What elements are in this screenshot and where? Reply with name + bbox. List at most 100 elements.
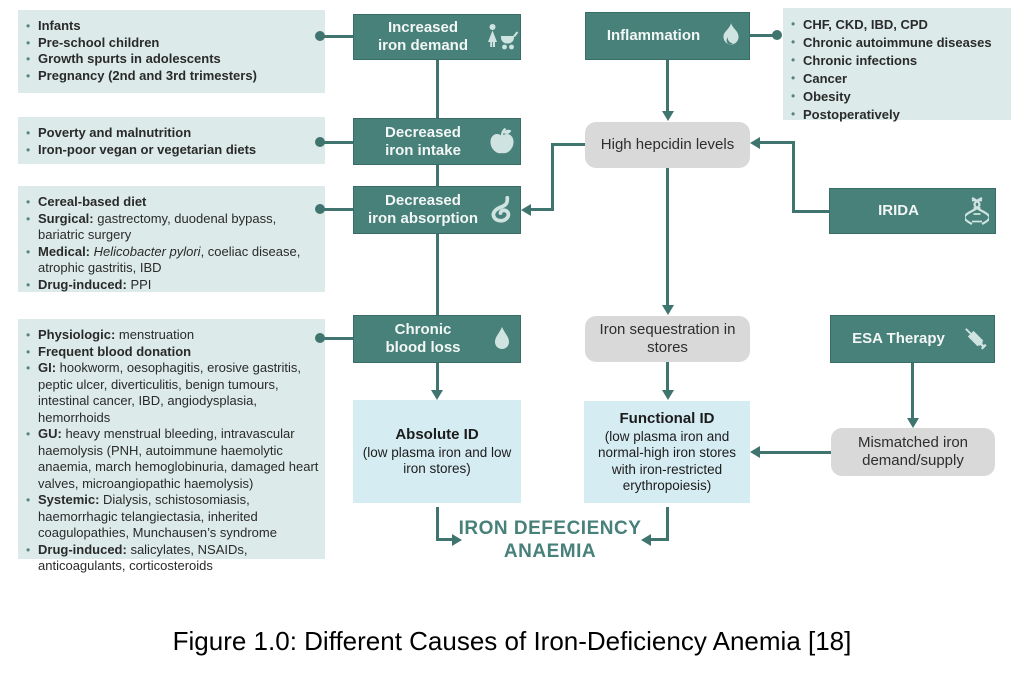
list-item-text: Systemic: Dialysis, schistosomiasis, hae…	[38, 492, 277, 540]
list-item-text: Surgical: gastrectomy, duodenal bypass, …	[38, 210, 277, 243]
bullet-icon: •	[26, 35, 31, 50]
bullet-icon: •	[26, 427, 31, 441]
box-functional-id: Functional ID (low plasma iron and norma…	[584, 401, 750, 503]
bullet-icon: •	[791, 35, 796, 49]
list-item: • Iron-poor vegan or vegetarian diets	[26, 142, 319, 159]
list-item-text: Drug-induced: salicylates, NSAIDs, antic…	[38, 541, 248, 574]
list-item: • Drug-induced: salicylates, NSAIDs, anti…	[26, 542, 319, 575]
list-item-text: CHF, CKD, IBD, CPD	[803, 17, 928, 32]
connector-line	[435, 165, 439, 186]
connector-line	[792, 141, 795, 212]
box-absolute-id: Absolute ID (low plasma iron and low iro…	[353, 400, 521, 503]
connector-line	[758, 450, 831, 454]
connector-line	[911, 363, 914, 419]
list-item: • GI: hookworm, oesophagitis, erosive gas…	[26, 360, 319, 426]
list-item: •Chronic infections	[791, 52, 1005, 70]
bullet-icon: •	[791, 89, 796, 103]
connector-dot	[315, 137, 325, 147]
list-item: • Pregnancy (2nd and 3rd trimesters)	[26, 68, 319, 85]
list-item-text: Medical: Helicobacter pylori, coeliac di…	[38, 243, 301, 276]
connector-line	[551, 143, 585, 146]
droplet-icon	[484, 326, 520, 352]
panel-decreased-absorption-causes: • Cereal-based diet •Surgical: gastrectomy…	[18, 186, 325, 292]
list-item-text: Chronic infections	[803, 53, 918, 68]
bullet-icon: •	[26, 68, 31, 83]
list-item-text: Pregnancy (2nd and 3rd trimesters)	[38, 67, 257, 83]
list-item: • Obesity	[791, 88, 1005, 106]
box-subtitle: (low plasma iron and low iron stores)	[362, 444, 512, 477]
list-item-text: Cereal-based diet	[38, 194, 147, 209]
list-item: • Frequent blood donation	[26, 344, 319, 361]
list-item-text: Postoperatively	[803, 107, 900, 122]
list-item-text: Frequent blood donation	[38, 343, 192, 359]
flame-icon	[713, 22, 749, 50]
list-item-text: Obesity	[803, 89, 851, 104]
bullet-icon: •	[26, 195, 31, 209]
list-item: •Chronic autoimmune diseases	[791, 34, 1005, 52]
figure-caption: Figure 1.0: Different Causes of Iron-Def…	[172, 626, 852, 656]
stomach-icon	[484, 196, 520, 224]
bullet-icon: •	[26, 542, 31, 557]
arrowhead-left	[750, 136, 760, 149]
connector-line	[322, 34, 353, 38]
arrowhead-left	[641, 533, 651, 546]
panel-increased-demand-causes: • Infants •Pre-school children•Growth spur…	[18, 10, 325, 93]
box-label: High hepcidin levels	[600, 136, 735, 153]
connector-line	[551, 143, 554, 211]
box-chronic-blood-loss: Chronic blood loss	[353, 315, 521, 363]
list-item: •Growth spurts in adolescents	[26, 51, 319, 68]
box-label: Iron sequestration in stores	[599, 321, 736, 356]
panel-chronic-blood-loss-causes: •Physiologic: menstruation•Frequent bloo…	[18, 319, 325, 573]
arrowhead-down	[431, 390, 443, 400]
box-label: IRIDA	[878, 202, 919, 219]
box-label: Decreased iron absorption	[368, 192, 478, 227]
arrowhead-down	[661, 305, 674, 315]
list-item: •Pre-school children	[26, 35, 319, 52]
list-item-text: Iron-poor vegan or vegetarian diets	[38, 141, 257, 157]
arrowhead-down	[661, 111, 674, 121]
box-label: ESA Therapy	[852, 330, 945, 347]
outcome-line1: IRON DEFECIENCY	[458, 518, 642, 539]
box-label: Mismatched iron demand/supply	[857, 434, 969, 469]
bullet-icon: •	[26, 361, 31, 375]
list-item-text: GI: hookworm, oesophagitis, erosive gast…	[38, 360, 302, 425]
apple-icon	[484, 127, 520, 157]
box-irida: IRIDA	[829, 188, 996, 234]
connector-line	[322, 140, 353, 144]
list-item: •Poverty and malnutrition	[26, 125, 319, 142]
connector-dot	[315, 31, 325, 41]
list-item: •Cancer	[791, 70, 1005, 88]
connector-line	[435, 538, 454, 541]
box-label: Increased iron demand	[377, 19, 468, 54]
list-item-text: Infants	[38, 18, 81, 33]
connector-line	[322, 336, 353, 340]
dna-icon	[959, 196, 995, 226]
bullet-icon: •	[791, 107, 796, 121]
connector-line	[750, 33, 776, 37]
connector-line	[792, 209, 829, 213]
bullet-icon: •	[26, 19, 31, 33]
box-inflammation: Inflammation	[585, 12, 750, 60]
outcome-line2: ANAEMIA	[503, 541, 597, 562]
list-item-text: GU: heavy menstrual bleeding, intravascu…	[38, 426, 319, 491]
list-item: • GU: heavy menstrual bleeding, intravasc…	[26, 426, 319, 492]
connector-line	[435, 234, 439, 315]
list-item: •Surgical: gastrectomy, duodenal bypass,…	[26, 211, 319, 244]
list-item-text: Cancer	[803, 71, 848, 86]
arrowhead-left	[521, 203, 531, 216]
list-item: • Cereal-based diet	[26, 194, 319, 211]
list-item: •Medical: Helicobacter pylori, coeliac d…	[26, 244, 319, 277]
list-item-text: Drug-induced: PPI	[38, 276, 152, 292]
connector-dot	[772, 30, 782, 40]
bullet-icon: •	[26, 52, 31, 66]
connector-dot	[315, 333, 325, 343]
bullet-icon: •	[26, 344, 31, 359]
connector-line	[529, 208, 554, 211]
connector-line	[665, 507, 669, 541]
box-title: Functional ID	[619, 409, 715, 427]
bullet-icon: •	[791, 17, 796, 31]
bullet-icon: •	[26, 142, 31, 157]
box-label: Inflammation	[606, 27, 701, 44]
connector-line	[322, 207, 353, 211]
arrowhead-down	[661, 390, 674, 400]
